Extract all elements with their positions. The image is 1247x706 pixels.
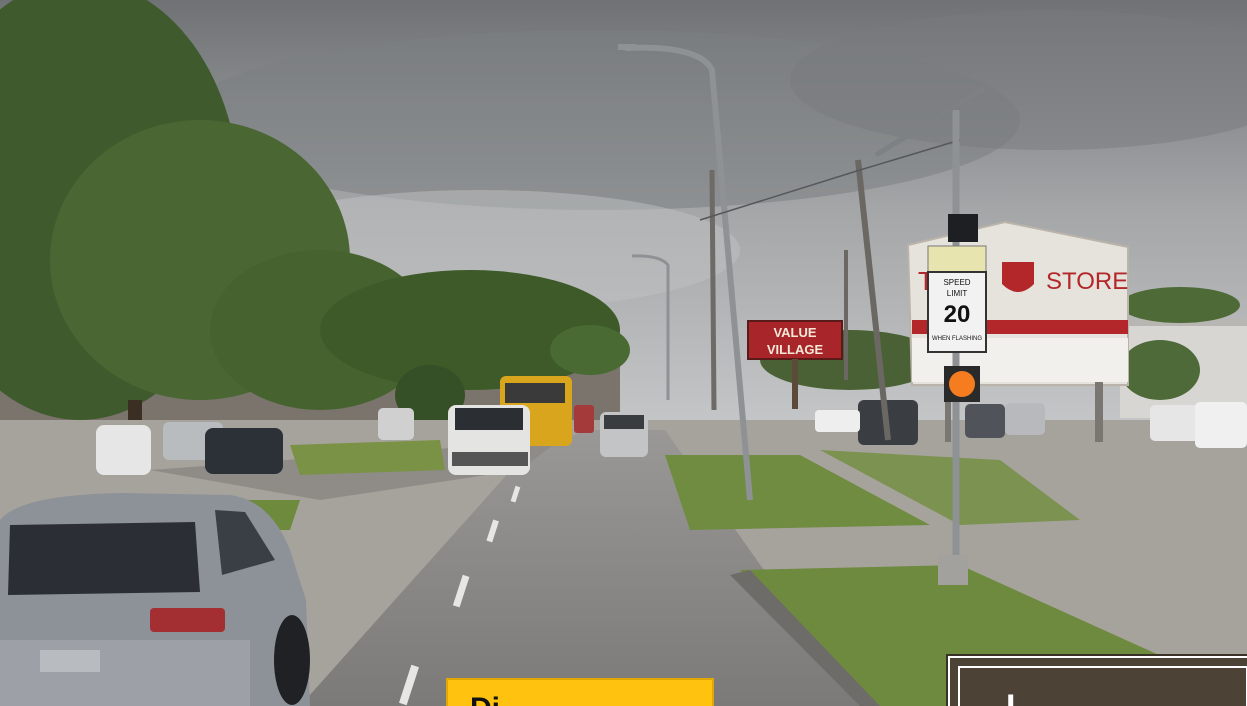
- value-village-text-1: VALUE: [773, 325, 816, 340]
- tail-light: [150, 608, 225, 632]
- foreground-suv: [0, 493, 310, 706]
- traffic: [96, 376, 1247, 475]
- speed-limit-value: 20: [944, 301, 971, 328]
- value-village-text-2: VILLAGE: [767, 342, 824, 357]
- dark-overlay-button-border: [958, 666, 1247, 706]
- dark-overlay-button[interactable]: L: [946, 654, 1247, 706]
- lane-markings: [399, 485, 521, 706]
- thrift-store-text: STORE: [1046, 268, 1128, 295]
- speed-limit-bottom: WHEN FLASHING: [932, 336, 982, 342]
- yellow-overlay-button-label: Di: [470, 692, 500, 706]
- trees-left: [0, 0, 630, 495]
- speed-limit-assembly: SPEED LIMIT 20 WHEN FLASHING: [874, 85, 987, 585]
- shield-logo: [1002, 262, 1034, 292]
- flashing-beacon: [949, 371, 975, 397]
- dark-overlay-button-label: L: [1006, 688, 1027, 706]
- rear-window: [8, 522, 200, 595]
- street-lights: [618, 44, 961, 501]
- speed-limit-mid: LIMIT: [947, 289, 968, 298]
- road: [300, 430, 860, 706]
- value-village-sign: VALUE VILLAGE: [747, 320, 843, 409]
- median-grass: [665, 455, 930, 530]
- speed-limit-top: SPEED: [943, 278, 970, 287]
- speed-limit-sign: [927, 271, 987, 353]
- yellow-overlay-button[interactable]: Di: [446, 678, 714, 706]
